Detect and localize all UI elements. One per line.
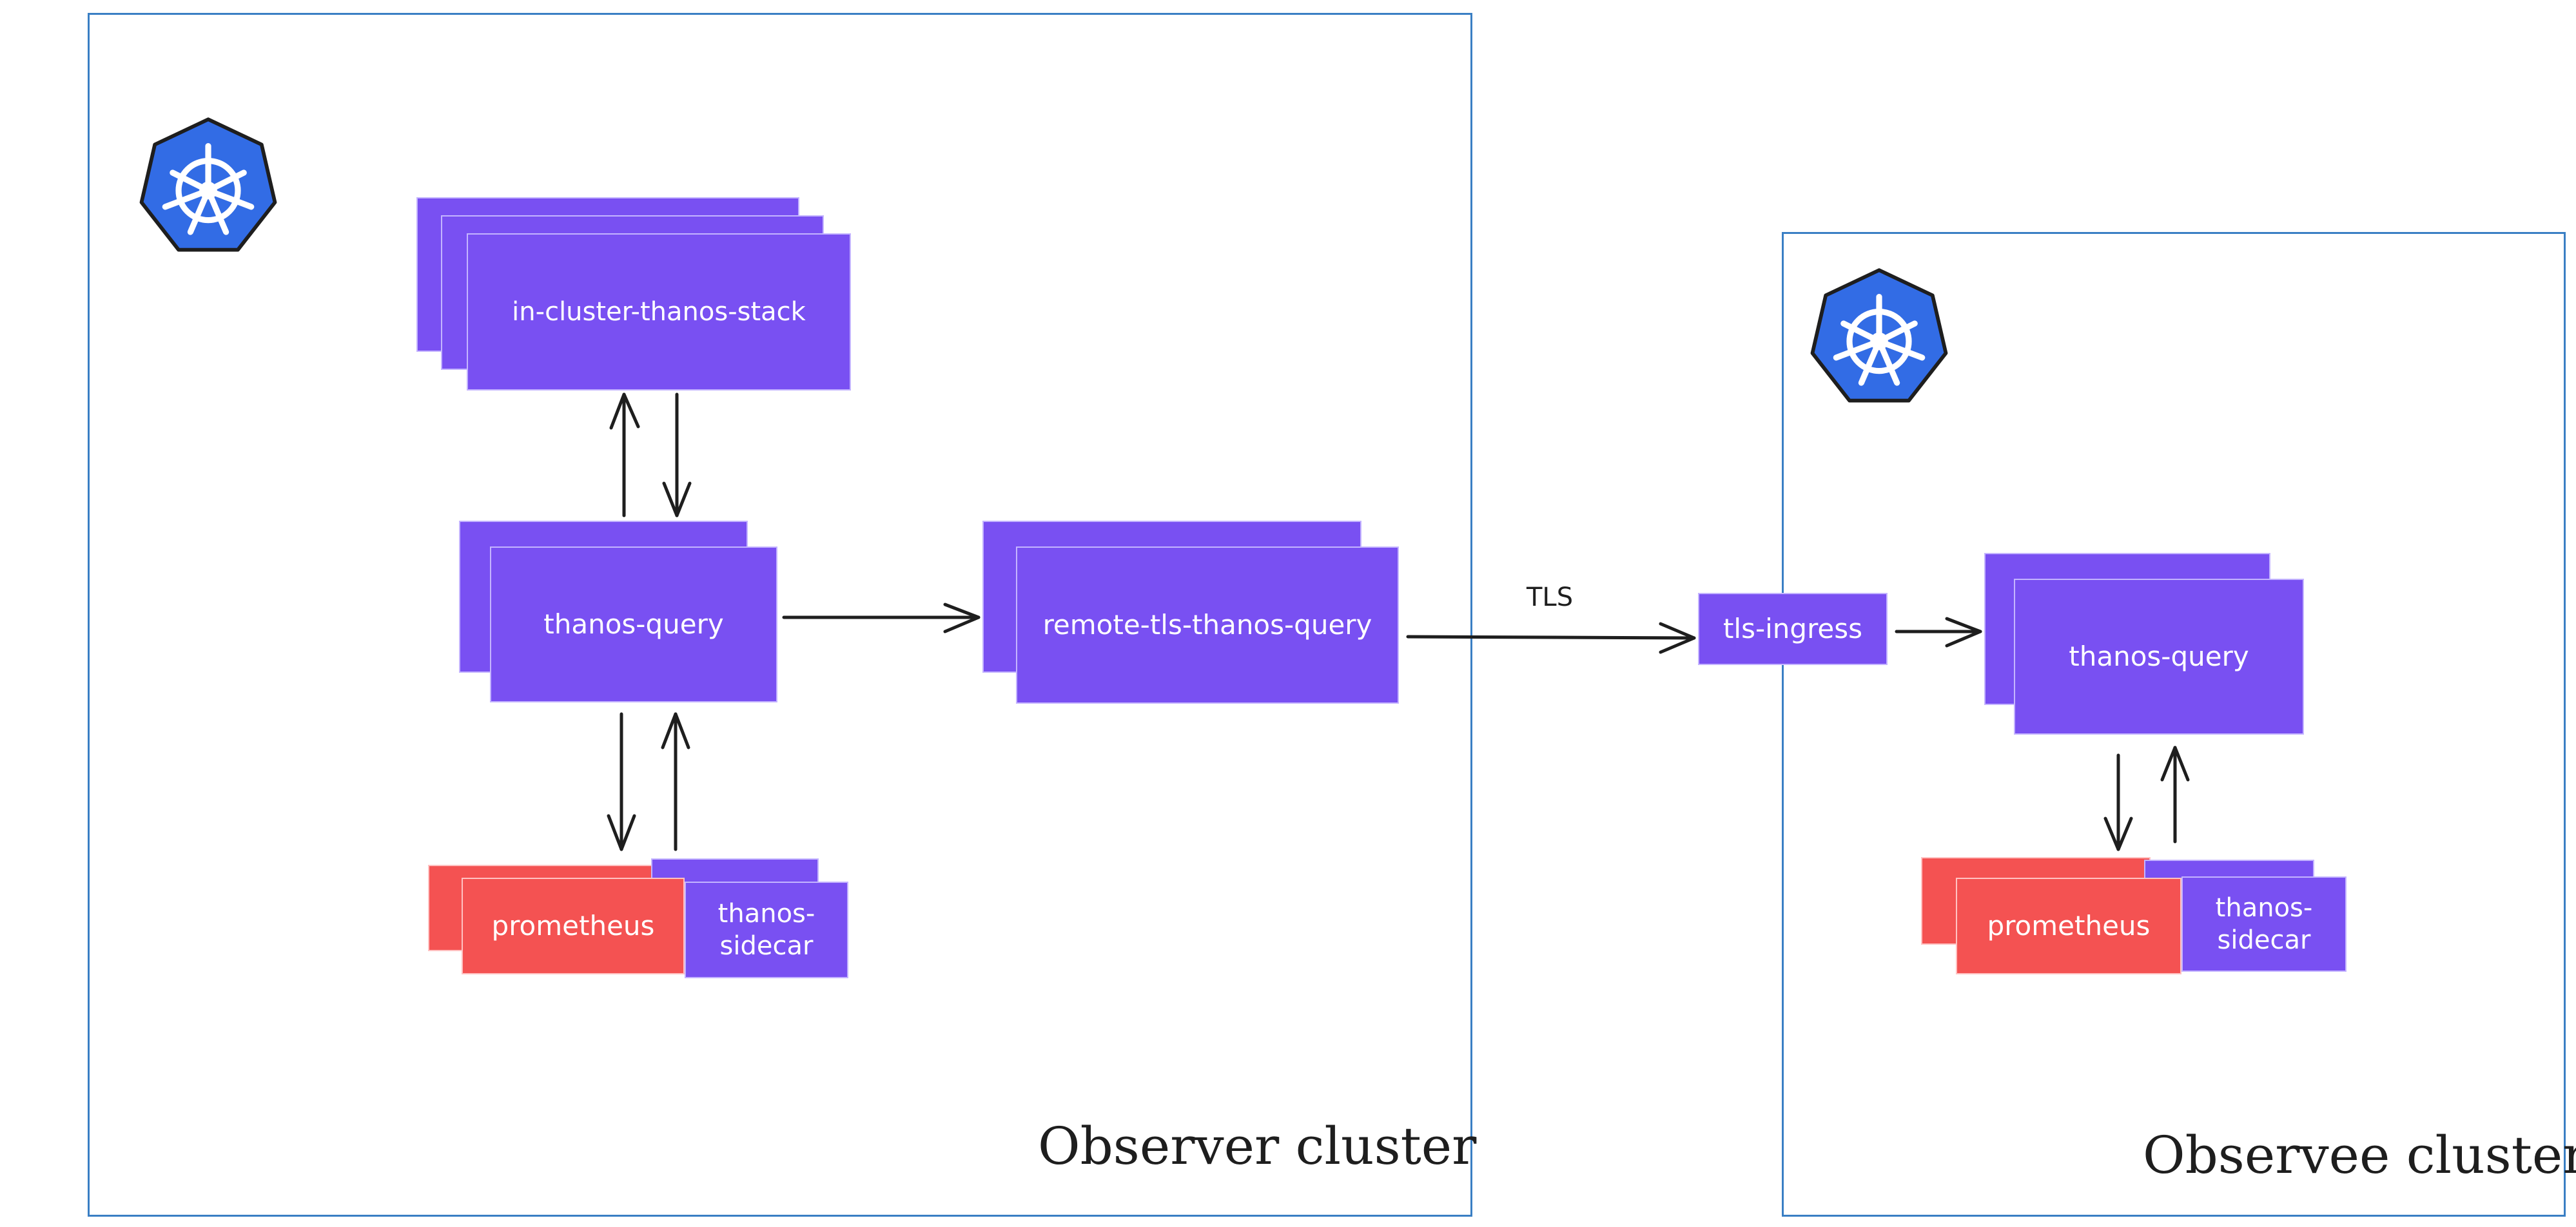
observer-cluster (88, 13, 1472, 1217)
arrow-query-to-remote (782, 603, 981, 633)
observee-thanos-sidecar-node (2181, 876, 2347, 972)
observer-prometheus-label: prometheus (491, 909, 655, 942)
tls-edge-label: TLS (1527, 583, 1574, 612)
tls-ingress-label: tls-ingress (1722, 612, 1863, 644)
observee-cluster (1782, 232, 2566, 1217)
in-cluster-thanos-stack-node (467, 233, 851, 391)
observer-thanos-query-label: thanos-query (543, 608, 724, 640)
arrow-sidecar-to-query (661, 712, 690, 851)
observee-thanos-query-node (2014, 579, 2304, 735)
kubernetes-icon (139, 117, 277, 252)
observer-thanos-sidecar-node (685, 882, 848, 978)
in-cluster-thanos-stack-label: in-cluster-thanos-stack (512, 297, 806, 327)
observer-prometheus-node (462, 878, 685, 974)
observer-thanos-sidecar-label: thanos- sidecar (717, 899, 815, 961)
observee-cluster-label: Observee cluster (2143, 1125, 2576, 1185)
kubernetes-icon (1810, 268, 1948, 403)
tls-ingress-node (1698, 593, 1888, 665)
remote-tls-thanos-query-label: remote-tls-thanos-query (1042, 608, 1372, 641)
arrow-remote-to-ingress (1406, 622, 1696, 654)
arrow-query-to-prometheus (607, 712, 636, 851)
observee-thanos-sidecar-label: thanos- sidecar (2215, 893, 2313, 955)
observee-prometheus-node (1956, 878, 2181, 974)
observer-thanos-query-node (490, 546, 777, 702)
observee-thanos-query-label: thanos-query (2069, 640, 2249, 672)
arrow-query-to-stack (609, 392, 640, 517)
arrow-observee-sidecar-to-query (2160, 746, 2190, 844)
arrow-ingress-to-query (1895, 617, 1982, 648)
observee-prometheus-label: prometheus (1987, 909, 2151, 942)
remote-tls-thanos-query-node (1016, 546, 1399, 704)
observer-cluster-label: Observer cluster (1038, 1116, 1477, 1176)
arrow-observee-query-to-prometheus (2103, 753, 2133, 851)
arrow-stack-to-query (662, 392, 692, 517)
